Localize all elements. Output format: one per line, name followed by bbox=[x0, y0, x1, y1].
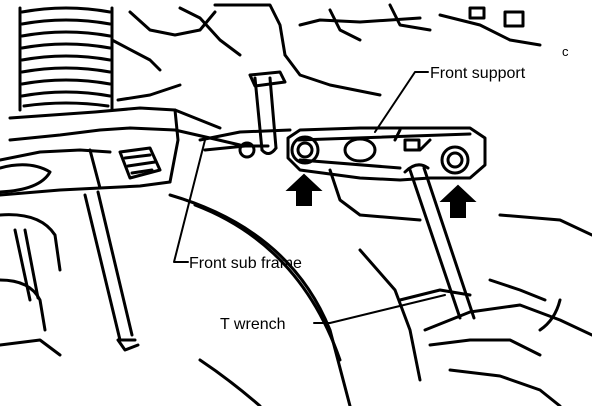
label-front-sub-frame: Front sub frame bbox=[189, 255, 302, 272]
arrow-left-bolt bbox=[285, 173, 323, 206]
t-wrench bbox=[403, 163, 592, 357]
leader-front-sub-frame bbox=[173, 139, 206, 263]
front-sub-frame bbox=[0, 106, 292, 197]
leader-t-wrench bbox=[313, 294, 446, 324]
label-t-wrench: T wrench bbox=[220, 316, 286, 333]
arrow-right-bolt bbox=[439, 184, 477, 218]
bolt-hole-right bbox=[440, 145, 470, 175]
lower-structure bbox=[0, 168, 592, 406]
leader-lines bbox=[173, 71, 446, 324]
leader-front-support bbox=[374, 71, 429, 133]
corner-mark: c bbox=[562, 44, 569, 59]
upright-bracket bbox=[248, 70, 287, 155]
strut-rod bbox=[110, 38, 182, 102]
bolt-hole-left bbox=[290, 135, 320, 165]
coil-spring bbox=[18, 6, 114, 112]
front-support bbox=[286, 126, 487, 182]
bolt-hole-center bbox=[343, 137, 377, 163]
label-front-support: Front support bbox=[430, 65, 526, 82]
engine-top-details bbox=[128, 3, 542, 97]
